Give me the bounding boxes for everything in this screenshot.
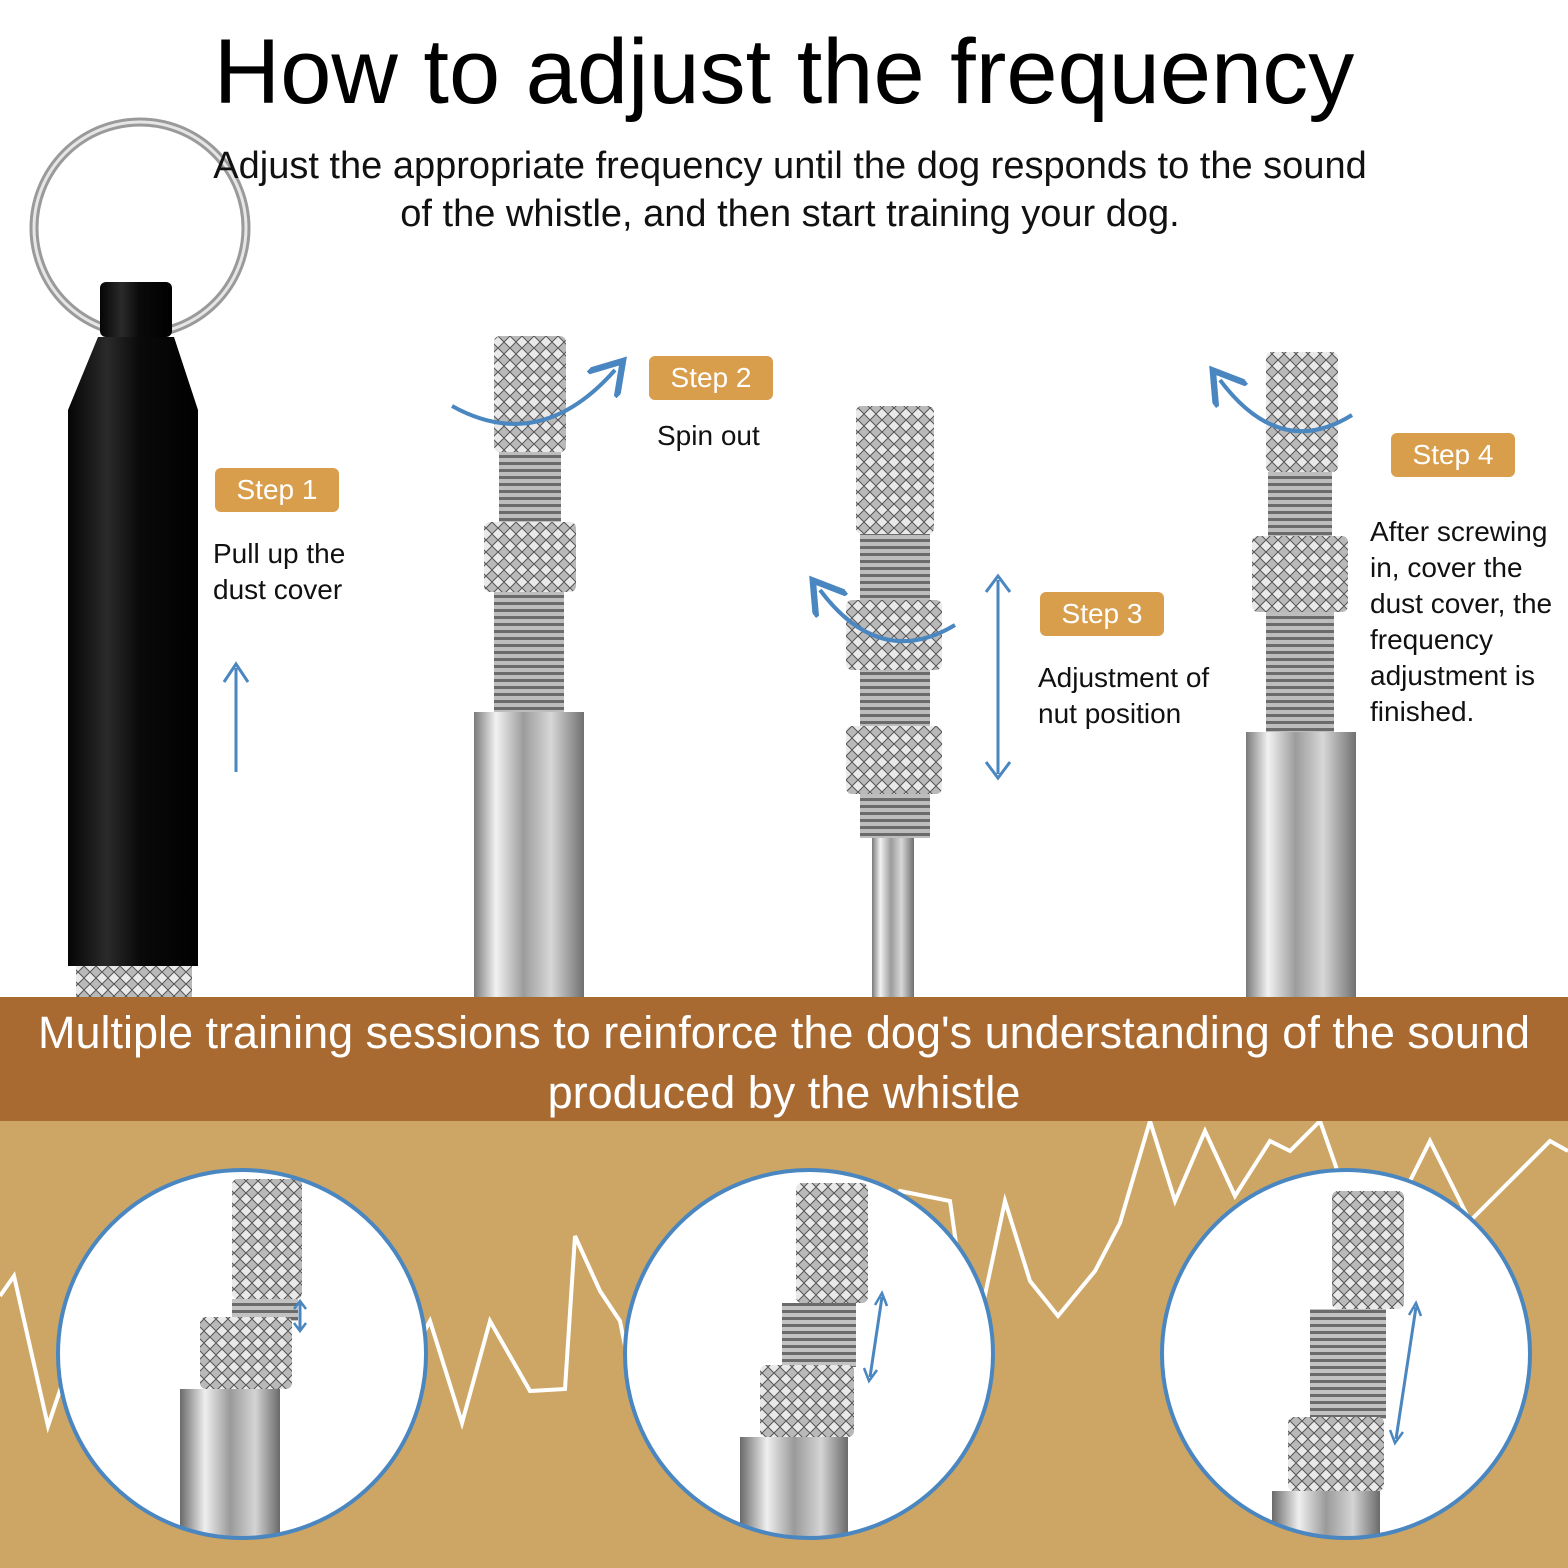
double-arrow-icon: [862, 1290, 889, 1384]
step-4-badge: Step 4: [1391, 433, 1515, 477]
page-subtitle: Adjust the appropriate frequency until t…: [213, 145, 1367, 235]
page-title: How to adjust the frequency: [213, 21, 1355, 123]
whistle-step-2: [451, 336, 615, 998]
banner-text: Multiple training sessions to reinforce …: [37, 1007, 1530, 1118]
step-4-text: After screwing in, cover the dust cover,…: [1370, 516, 1553, 727]
up-arrow-icon: [222, 661, 250, 772]
whistle-illustration: [29, 117, 1356, 998]
detail-circle-3: [1160, 1168, 1532, 1540]
step-1-text: Pull up the dust cover: [213, 538, 346, 605]
rotate-arrow-icon: [1220, 380, 1354, 434]
lower-illustration: [0, 1121, 1568, 1540]
detail-circle-1: [56, 1168, 428, 1540]
step-2-badge: Step 2: [649, 356, 773, 400]
double-arrow-icon: [1388, 1300, 1423, 1446]
step-1-badge: Step 1: [215, 468, 339, 512]
whistle-step-4: [1220, 352, 1356, 998]
step-2-text: Spin out: [657, 420, 760, 451]
whistle-step-3: [820, 406, 1012, 998]
whistle-step-1: [68, 282, 198, 998]
rotate-arrow-icon: [820, 590, 957, 644]
step-3-text: Adjustment of nut position: [1038, 662, 1210, 729]
double-arrow-icon: [293, 1298, 307, 1334]
rotate-arrow-icon: [451, 370, 615, 426]
step-3-badge: Step 3: [1040, 592, 1164, 636]
banner: [0, 997, 1568, 1121]
double-arrow-icon: [984, 573, 1012, 781]
detail-circle-2: [623, 1168, 995, 1540]
